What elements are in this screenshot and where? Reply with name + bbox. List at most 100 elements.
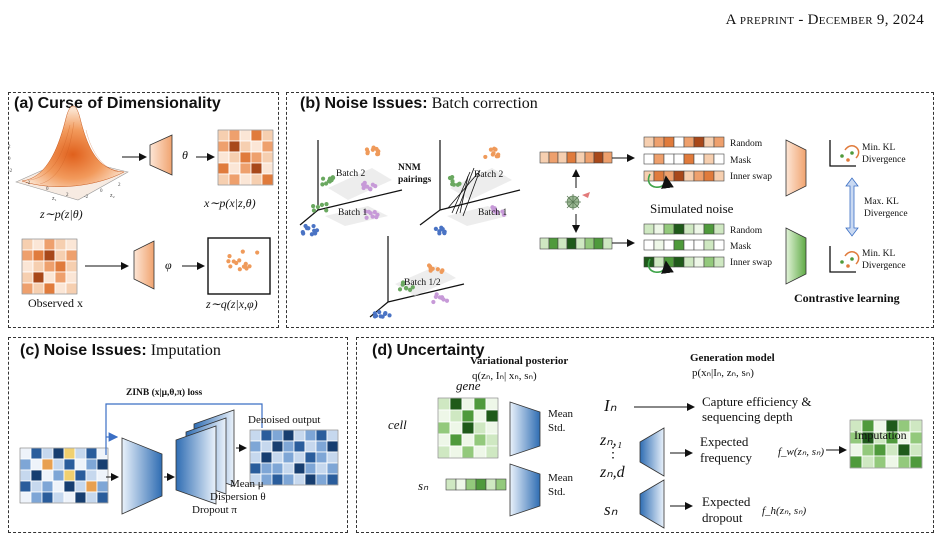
dropout-label: Dropout π xyxy=(192,504,237,516)
heatmap-denoised-cell xyxy=(315,440,328,453)
heatmap-imputation-cell xyxy=(909,443,923,457)
heatmap-x-cell xyxy=(239,140,252,153)
row-bot-random-cell xyxy=(663,223,675,235)
heatmap-input-cell xyxy=(19,491,32,504)
encoder-mean-std-1 xyxy=(509,401,541,457)
panel-d-heading: Uncertainty xyxy=(396,342,485,359)
heatmap-input-cell xyxy=(85,447,98,460)
heatmap-input-cell xyxy=(41,458,54,471)
heatmap-imputation xyxy=(849,419,923,469)
axis-tick-label: -2 xyxy=(26,181,31,186)
heatmap-cell-cell xyxy=(473,409,487,423)
encoder-theta xyxy=(149,134,173,176)
heatmap-x-cell xyxy=(217,140,230,153)
znd-label: zₙ,d xyxy=(600,464,625,481)
cluster-orange-m xyxy=(488,147,494,152)
kl-plot-top xyxy=(829,140,860,167)
latent-point xyxy=(237,267,242,272)
heatmap-input-cell xyxy=(85,458,98,471)
heatmap-input-cell xyxy=(74,469,87,482)
heatmap-cell-cell xyxy=(473,433,487,447)
batch-axes-left xyxy=(299,140,403,226)
max-kl: Max. KL Divergence xyxy=(864,197,908,219)
cluster-blue xyxy=(304,226,310,231)
row-top-swap-cell xyxy=(653,170,665,182)
row-top-swap-cell xyxy=(693,170,705,182)
sn-left-label: sₙ xyxy=(418,478,429,493)
expected-freq-line1: Expected xyxy=(700,434,749,449)
heatmap-x-cell xyxy=(261,140,274,153)
heatmap-denoised-cell xyxy=(282,451,295,464)
heatmap-input-cell xyxy=(41,447,54,460)
row-bot-swap-cell xyxy=(653,256,665,268)
cluster-purple-b2 xyxy=(433,294,438,300)
cluster-green-m xyxy=(450,182,455,187)
cluster-green-b xyxy=(324,202,329,207)
heatmap-cell-cell xyxy=(449,445,463,459)
top-row-random: Random xyxy=(730,139,763,149)
cluster-blue xyxy=(311,223,316,229)
heatmap-cell-cell xyxy=(461,397,475,411)
denoised-output-label: Denoised output xyxy=(248,414,321,426)
cluster-green-b2 xyxy=(400,280,406,285)
heatmap-imputation-cell xyxy=(849,443,863,457)
heatmap-imputation-cell xyxy=(849,455,863,469)
dispersion-label: Dispersion θ xyxy=(210,491,266,503)
heatmap-x-cell xyxy=(217,151,230,164)
cluster-blue-b xyxy=(380,314,385,319)
heatmap-x-frame xyxy=(217,129,274,186)
cluster-green xyxy=(327,176,333,181)
heatmap-denoised-cell xyxy=(326,462,339,475)
cluster-blue xyxy=(314,228,320,233)
heatmap-denoised-cell xyxy=(249,462,262,475)
heatmap-obs-cell xyxy=(32,260,45,273)
row-top-mask-cell xyxy=(713,153,725,165)
heatmap-input-cell xyxy=(63,480,76,493)
heatmap-input-cell xyxy=(96,458,109,471)
heatmap-cell-cell xyxy=(473,445,487,459)
row-bot-random-cell xyxy=(713,223,725,235)
heatmap-denoised-cell xyxy=(249,451,262,464)
row-bot-mask-cell xyxy=(683,239,695,251)
heatmap-imputation-cell xyxy=(861,455,875,469)
cluster-green-b xyxy=(311,204,316,209)
heatmap-obs-frame xyxy=(21,238,78,295)
cluster-green-b xyxy=(319,202,325,207)
cluster-green-b xyxy=(315,204,321,210)
heatmap-denoised-cell xyxy=(315,429,328,442)
source-row-orange-cell xyxy=(566,151,577,164)
latent-point xyxy=(226,259,231,264)
heatmap-x-cell xyxy=(228,129,241,142)
heatmap-x-generated xyxy=(217,129,274,186)
panel-c-title: (c) Noise Issues: Imputation xyxy=(20,342,221,360)
heatmap-input-cell xyxy=(30,491,43,504)
cluster-blue-b xyxy=(377,310,382,315)
sn-row xyxy=(445,478,507,491)
cluster-green-b xyxy=(324,208,329,213)
heatmap-denoised-cell xyxy=(293,429,306,442)
heatmap-denoised-cell xyxy=(315,451,328,464)
latent-point xyxy=(240,249,245,254)
encoder-mean-std-2 xyxy=(509,463,541,517)
heatmap-input-cell xyxy=(30,469,43,482)
heatmap-cell-cell xyxy=(437,409,451,423)
sn-row-cell xyxy=(445,478,457,491)
source-row-green-cell xyxy=(602,237,613,250)
latent-space-box xyxy=(207,237,271,295)
capture-line2: sequencing depth xyxy=(702,409,793,424)
heatmap-x-cell xyxy=(228,151,241,164)
heatmap-denoised-cell xyxy=(326,429,339,442)
heatmap-obs-cell xyxy=(43,238,56,251)
row-top-swap-cell xyxy=(703,170,715,182)
bottom-row-inner-swap: Inner swap xyxy=(730,258,772,268)
latent-points xyxy=(226,249,260,272)
heatmap-x-cell xyxy=(250,140,263,153)
batch-axes-bottom xyxy=(369,236,465,318)
row-top-random-cell xyxy=(683,136,695,148)
observed-x-label: Observed x xyxy=(28,296,83,310)
bottom-row-random: Random xyxy=(730,226,763,236)
cluster-green-b2 xyxy=(410,285,415,290)
cluster-orange xyxy=(375,151,380,157)
sn-row-cell xyxy=(465,478,477,491)
